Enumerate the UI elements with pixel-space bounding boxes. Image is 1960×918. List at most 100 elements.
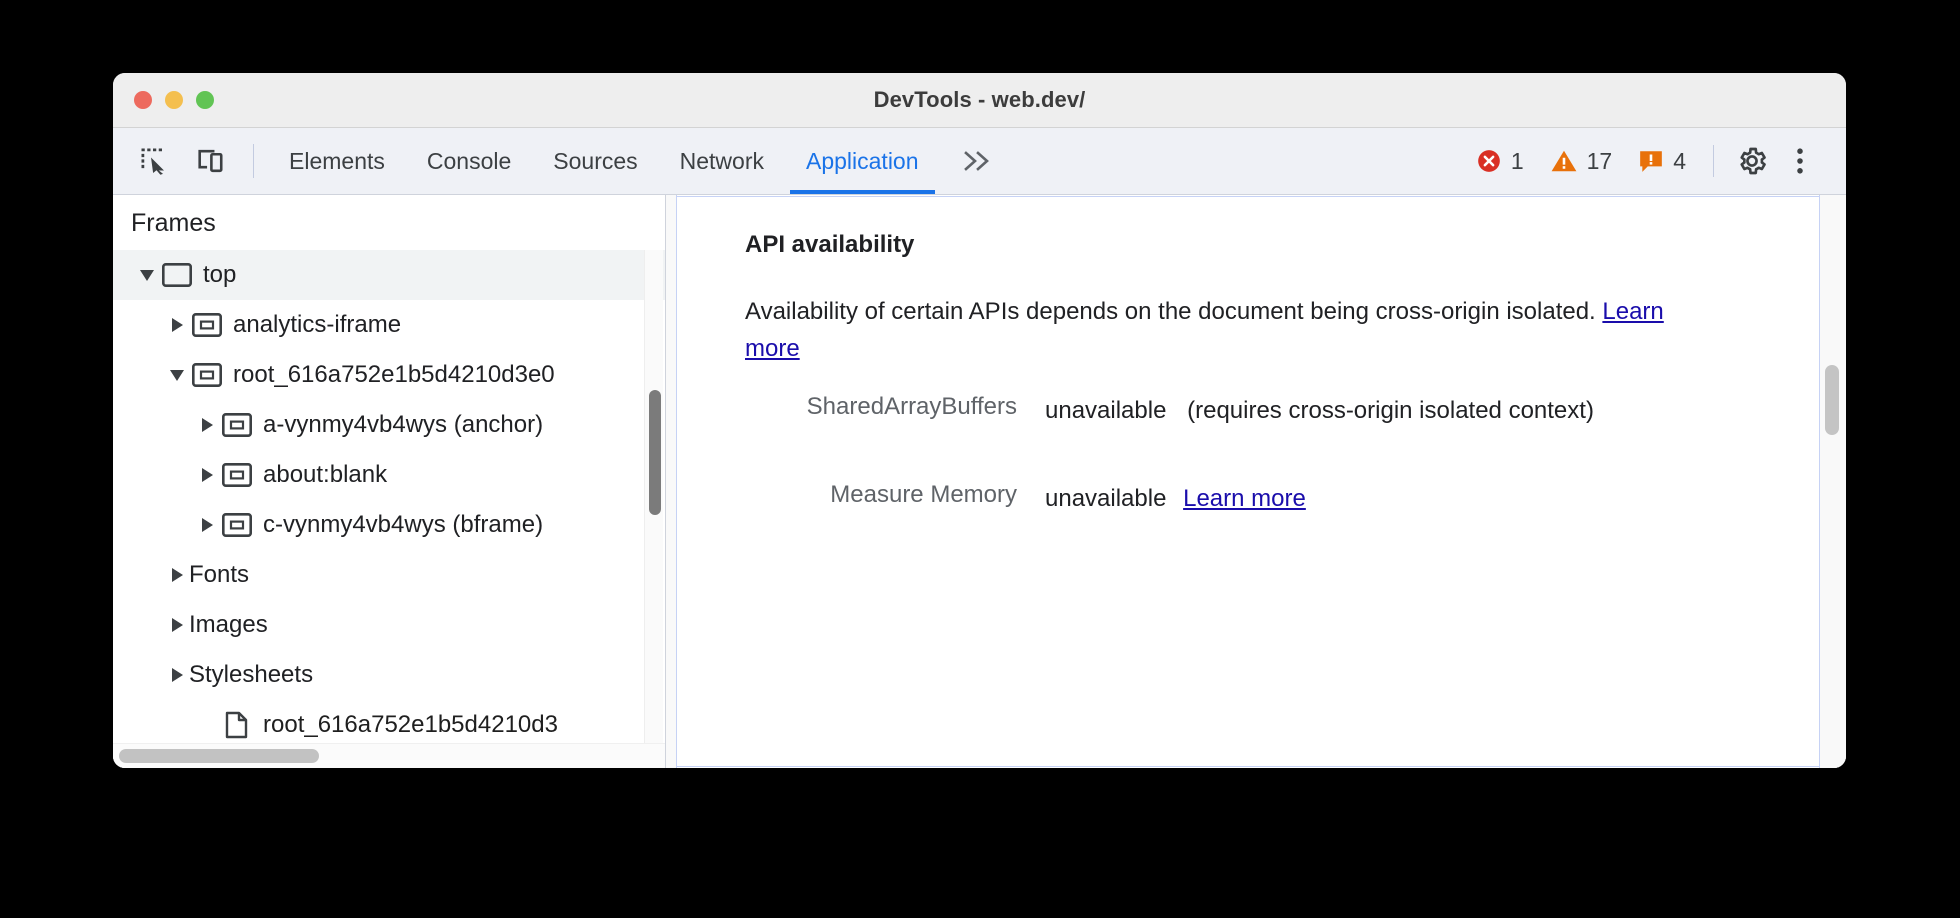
- row-value: unavailable Learn more: [1045, 481, 1306, 517]
- table-row: Measure Memory unavailable Learn more: [745, 481, 1779, 517]
- tab-label: Elements: [289, 147, 385, 174]
- tree-item-anchor-frame[interactable]: a-vynmy4vb4wys (anchor): [113, 400, 665, 450]
- tree-item-label: Images: [189, 611, 268, 638]
- error-icon: [1477, 150, 1500, 172]
- iframe-icon: [219, 513, 255, 537]
- sidebar-header: Frames: [131, 209, 216, 237]
- issue-count[interactable]: 4: [1625, 148, 1699, 175]
- api-availability-section: API availability Availability of certain…: [677, 197, 1819, 766]
- tab-label: Sources: [553, 147, 638, 174]
- issue-count-label: 4: [1673, 147, 1686, 174]
- tree-item-label: c-vynmy4vb4wys (bframe): [263, 511, 544, 538]
- section-description: Availability of certain APIs depends on …: [745, 293, 1705, 367]
- issue-icon: [1640, 151, 1663, 172]
- panel-tabs: Elements Console Sources Network Applica…: [268, 128, 1014, 194]
- sidebar-horizontal-scroll-thumb[interactable]: [119, 749, 319, 763]
- devtools-window: DevTools - web.dev/: [113, 73, 1846, 768]
- main-vertical-scroll-thumb[interactable]: [1825, 365, 1839, 435]
- devtools-toolbar: Elements Console Sources Network Applica…: [113, 128, 1846, 195]
- toolbar-right: 1 17 4: [1463, 128, 1846, 194]
- sidebar-vertical-scrollbar[interactable]: [644, 250, 663, 743]
- row-status: unavailable: [1045, 485, 1167, 513]
- settings-button[interactable]: [1728, 137, 1776, 185]
- tree-item-label: about:blank: [263, 461, 388, 488]
- card-separator-bottom: [677, 766, 1819, 767]
- row-value: unavailable (requires cross-origin isola…: [1045, 393, 1594, 429]
- inspect-element-button[interactable]: [129, 137, 179, 185]
- toolbar-divider-right: [1713, 145, 1714, 177]
- tree-item-stylesheets[interactable]: Stylesheets: [113, 650, 665, 700]
- sidebar-vertical-scroll-thumb[interactable]: [649, 390, 661, 515]
- tree-item-label: root_616a752e1b5d4210d3e0: [233, 361, 555, 388]
- iframe-icon: [189, 363, 225, 387]
- tab-sources[interactable]: Sources: [532, 128, 658, 194]
- window-title: DevTools - web.dev/: [873, 87, 1086, 112]
- frames-sidebar: Frames top analytics-if: [113, 195, 666, 768]
- tab-label: Network: [679, 147, 764, 174]
- tab-console[interactable]: Console: [406, 128, 532, 194]
- twisty-right-icon[interactable]: [195, 518, 219, 532]
- twisty-right-icon[interactable]: [195, 418, 219, 432]
- table-row: SharedArrayBuffers unavailable (requires…: [745, 393, 1779, 429]
- warning-count-label: 17: [1586, 147, 1613, 174]
- tab-label: Application: [806, 147, 919, 174]
- frame-icon: [159, 263, 195, 287]
- error-count[interactable]: 1: [1463, 148, 1537, 175]
- tab-elements[interactable]: Elements: [268, 128, 406, 194]
- twisty-right-icon[interactable]: [165, 568, 189, 582]
- tree-item-top[interactable]: top: [113, 250, 665, 300]
- tab-application[interactable]: Application: [785, 128, 940, 194]
- tab-network[interactable]: Network: [659, 128, 785, 194]
- more-vertical-icon: [1797, 148, 1803, 174]
- application-main-panel: API availability Availability of certain…: [666, 195, 1846, 768]
- tree-item-analytics-iframe[interactable]: analytics-iframe: [113, 300, 665, 350]
- tree-item-label: Fonts: [189, 561, 250, 588]
- main-menu-button[interactable]: [1776, 137, 1824, 185]
- tree-item-label: top: [203, 261, 237, 288]
- tree-item-label: root_616a752e1b5d4210d3: [263, 711, 558, 738]
- twisty-down-icon[interactable]: [165, 369, 189, 381]
- devtools-body: Frames top analytics-if: [113, 195, 1846, 768]
- close-button[interactable]: [134, 91, 152, 109]
- card-separator-top: [677, 196, 1819, 197]
- api-availability-table: SharedArrayBuffers unavailable (requires…: [745, 393, 1779, 517]
- tree-item-fonts[interactable]: Fonts: [113, 550, 665, 600]
- gear-icon: [1740, 147, 1766, 175]
- tree-item-images[interactable]: Images: [113, 600, 665, 650]
- more-tabs-button[interactable]: [940, 128, 1014, 194]
- row-key: SharedArrayBuffers: [806, 393, 1017, 421]
- measure-memory-learn-more-link[interactable]: Learn more: [1183, 485, 1306, 513]
- device-toolbar-button[interactable]: [187, 137, 237, 185]
- iframe-icon: [219, 463, 255, 487]
- twisty-right-icon[interactable]: [165, 618, 189, 632]
- device-toolbar-icon: [198, 149, 223, 173]
- row-status: unavailable: [1045, 397, 1167, 425]
- error-count-label: 1: [1510, 147, 1524, 174]
- iframe-icon: [189, 313, 225, 337]
- row-note: (requires cross-origin isolated context): [1187, 397, 1594, 425]
- frame-details-card: API availability Availability of certain…: [676, 195, 1820, 768]
- warning-count[interactable]: 17: [1537, 148, 1626, 175]
- tree-item-stylesheet-file[interactable]: root_616a752e1b5d4210d3: [113, 700, 665, 743]
- tree-item-about-blank[interactable]: about:blank: [113, 450, 665, 500]
- learn-more-link[interactable]: Learn more: [745, 298, 1664, 363]
- tree-item-root-frame[interactable]: root_616a752e1b5d4210d3e0: [113, 350, 665, 400]
- main-vertical-scrollbar[interactable]: [1822, 195, 1842, 768]
- window-controls: [113, 91, 214, 109]
- section-title: API availability: [745, 231, 915, 258]
- twisty-right-icon[interactable]: [195, 468, 219, 482]
- tab-label: Console: [426, 147, 512, 174]
- window-titlebar: DevTools - web.dev/: [113, 73, 1846, 128]
- twisty-right-icon[interactable]: [165, 318, 189, 332]
- minimize-button[interactable]: [165, 91, 183, 109]
- maximize-button[interactable]: [196, 91, 214, 109]
- toolbar-left-icons: [113, 128, 268, 194]
- tree-item-label: a-vynmy4vb4wys (anchor): [263, 411, 544, 438]
- tree-item-bframe[interactable]: c-vynmy4vb4wys (bframe): [113, 500, 665, 550]
- sidebar-horizontal-scrollbar[interactable]: [113, 743, 665, 768]
- twisty-right-icon[interactable]: [165, 668, 189, 682]
- twisty-down-icon[interactable]: [135, 269, 159, 281]
- frames-tree: top analytics-iframe r: [113, 250, 665, 743]
- chevron-double-right-icon: [963, 151, 989, 171]
